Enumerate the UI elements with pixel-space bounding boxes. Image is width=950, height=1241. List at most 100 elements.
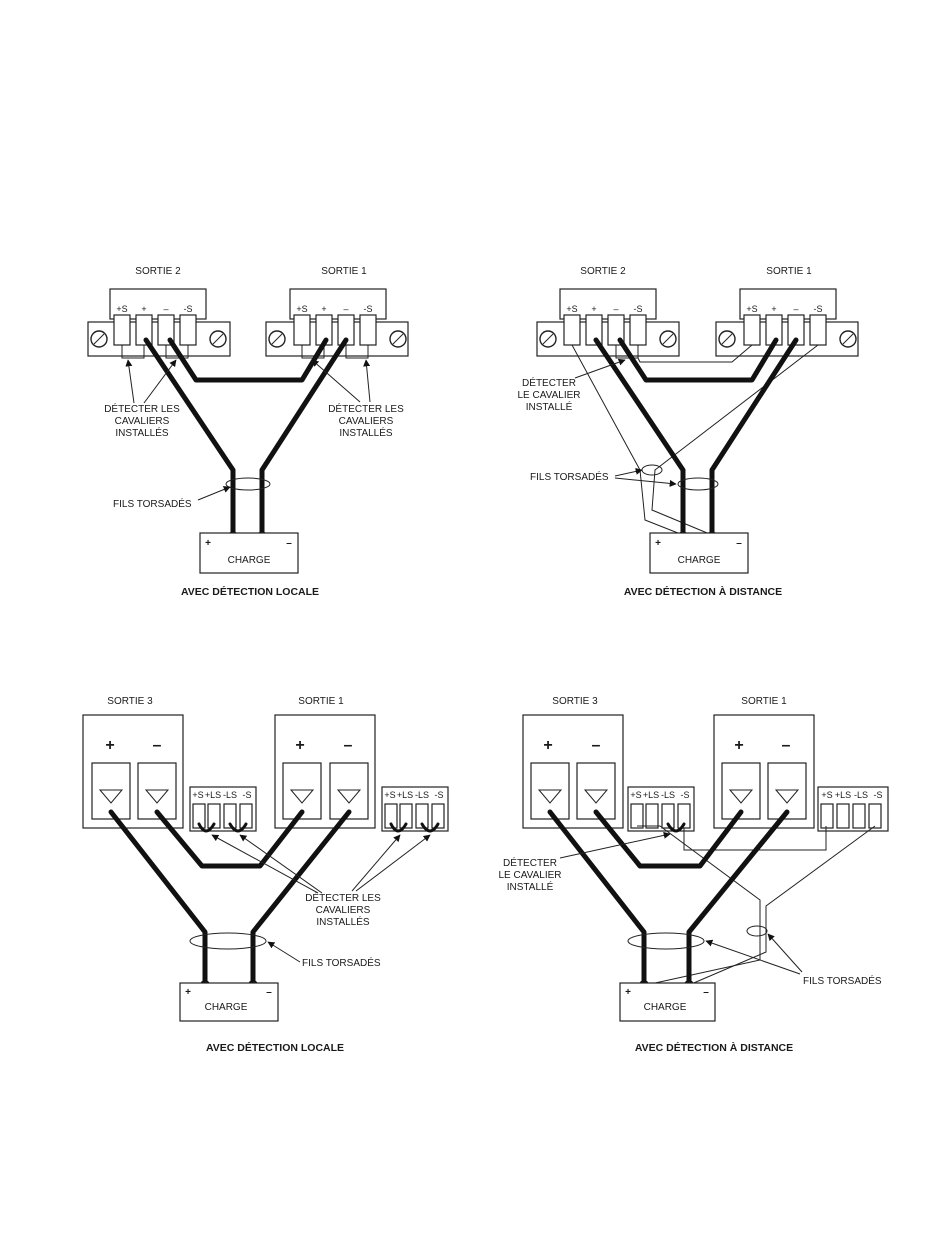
pin-minus-s: -S (814, 304, 823, 314)
load-box (619, 982, 716, 1022)
output-1-label: SORTIE 1 (766, 266, 812, 277)
load-box (649, 532, 749, 574)
pin-minus-s: -S (364, 304, 373, 314)
pin-minus: – (793, 304, 798, 314)
load-wire-positive (108, 809, 208, 988)
caption: AVEC DÉTECTION LOCALE (181, 585, 319, 598)
output-1-label: SORTIE 1 (321, 266, 367, 277)
sense-jumper (345, 345, 369, 359)
load-plus: + (655, 538, 661, 549)
output-1-label: SORTIE 1 (741, 696, 787, 707)
output-2-label: SORTIE 2 (580, 266, 626, 277)
output-1-label: SORTIE 1 (298, 696, 344, 707)
jumpers-label: DÉTECTER LES CAVALIERS INSTALLÉS (305, 891, 381, 928)
sense-wire (637, 825, 761, 986)
sense-connector-output-1: +S +LS -LS -S (381, 786, 449, 833)
svg-text:+LS: +LS (643, 790, 659, 800)
svg-text:–: – (782, 737, 791, 754)
pin-plus: + (141, 304, 146, 314)
connector-output-2: +S + – -S (87, 288, 231, 357)
svg-text:–: – (153, 737, 162, 754)
diagram-bottom-right: SORTIE 3 SORTIE 1 + – + – +S +LS -LS -S (499, 696, 889, 1054)
load-label: CHARGE (678, 555, 721, 566)
sense-connector-output-3: +S +LS -LS -S (627, 786, 695, 833)
load-label: CHARGE (205, 1002, 248, 1013)
pin-plus-s: +S (566, 304, 577, 314)
svg-text:+: + (543, 737, 552, 754)
svg-text:-LS: -LS (223, 790, 237, 800)
jumpers-label-left: DÉTECTER LES CAVALIERS INSTALLÉS (104, 402, 180, 439)
twisted-pair-marker (641, 464, 663, 476)
twisted-pair-marker (627, 932, 705, 950)
svg-text:+: + (734, 737, 743, 754)
svg-text:CAVALIERS: CAVALIERS (115, 416, 170, 427)
twisted-label: FILS TORSADÉS (530, 470, 609, 483)
pin-plus-s: +S (296, 304, 307, 314)
svg-text:INSTALLÉS: INSTALLÉS (316, 915, 369, 928)
load-plus: + (205, 538, 211, 549)
load-wire-negative (686, 809, 790, 988)
sense-wire (651, 344, 819, 536)
sense-wire (683, 826, 827, 851)
pin-minus: – (343, 304, 348, 314)
caption: AVEC DÉTECTION À DISTANCE (624, 585, 782, 598)
svg-text:LE CAVALIER: LE CAVALIER (518, 390, 581, 401)
pin-minus: – (613, 304, 618, 314)
load-minus: – (286, 538, 292, 549)
svg-text:DÉTECTER LES: DÉTECTER LES (104, 402, 180, 415)
terminal-block-output-1: + – (713, 714, 815, 829)
pin-plus: + (771, 304, 776, 314)
svg-text:-S: -S (435, 790, 444, 800)
pin-plus: + (591, 304, 596, 314)
twisted-pair-marker (677, 477, 719, 491)
load-wire-positive (547, 809, 647, 988)
bus-wire (154, 809, 305, 869)
svg-text:+: + (105, 737, 114, 754)
output-3-label: SORTIE 3 (107, 696, 153, 707)
diagram-top-right: SORTIE 2 SORTIE 1 +S + – -S +S + (518, 266, 859, 598)
sense-connector-output-1: +S +LS -LS -S (817, 786, 889, 832)
svg-text:INSTALLÉ: INSTALLÉ (526, 400, 573, 413)
svg-text:–: – (344, 737, 353, 754)
svg-text:+S: +S (630, 790, 641, 800)
svg-text:INSTALLÉS: INSTALLÉS (115, 426, 168, 439)
svg-text:+: + (295, 737, 304, 754)
jumper-label: DÉTECTER LE CAVALIER INSTALLÉ (518, 376, 581, 413)
svg-text:DÉTECTER LES: DÉTECTER LES (305, 891, 381, 904)
twisted-label: FILS TORSADÉS (302, 956, 381, 969)
sense-jumper (121, 345, 145, 359)
twisted-label: FILS TORSADÉS (803, 974, 882, 987)
load-wire-positive (143, 337, 236, 538)
terminal-block-output-1: + – (274, 714, 376, 829)
jumpers-label-right: DÉTECTER LES CAVALIERS INSTALLÉS (328, 402, 404, 439)
load-box (179, 982, 279, 1022)
svg-text:DÉTECTER: DÉTECTER (522, 376, 576, 389)
svg-text:INSTALLÉS: INSTALLÉS (339, 426, 392, 439)
svg-text:+S: +S (192, 790, 203, 800)
svg-text:-S: -S (681, 790, 690, 800)
pin-minus-s: -S (184, 304, 193, 314)
svg-text:-LS: -LS (661, 790, 675, 800)
svg-text:DÉTECTER LES: DÉTECTER LES (328, 402, 404, 415)
svg-text:-LS: -LS (415, 790, 429, 800)
svg-text:–: – (592, 737, 601, 754)
load-label: CHARGE (644, 1002, 687, 1013)
svg-text:+LS: +LS (397, 790, 413, 800)
load-wire-positive (593, 337, 686, 538)
terminal-block-output-3: + – (522, 714, 624, 829)
connector-output-1: +S + – -S (715, 288, 859, 357)
svg-text:+LS: +LS (835, 790, 851, 800)
connector-output-1: +S + – -S (265, 288, 409, 357)
svg-text:-LS: -LS (854, 790, 868, 800)
load-wire-negative (709, 337, 799, 538)
load-plus: + (185, 987, 191, 998)
svg-text:CAVALIERS: CAVALIERS (316, 905, 371, 916)
twisted-pair-marker (746, 925, 768, 937)
twisted-pair-marker (225, 477, 271, 491)
svg-text:+LS: +LS (205, 790, 221, 800)
connector-output-2: +S + – -S (536, 288, 680, 357)
output-2-label: SORTIE 2 (135, 266, 181, 277)
load-minus: – (266, 987, 272, 998)
twisted-pair-marker (189, 932, 267, 950)
